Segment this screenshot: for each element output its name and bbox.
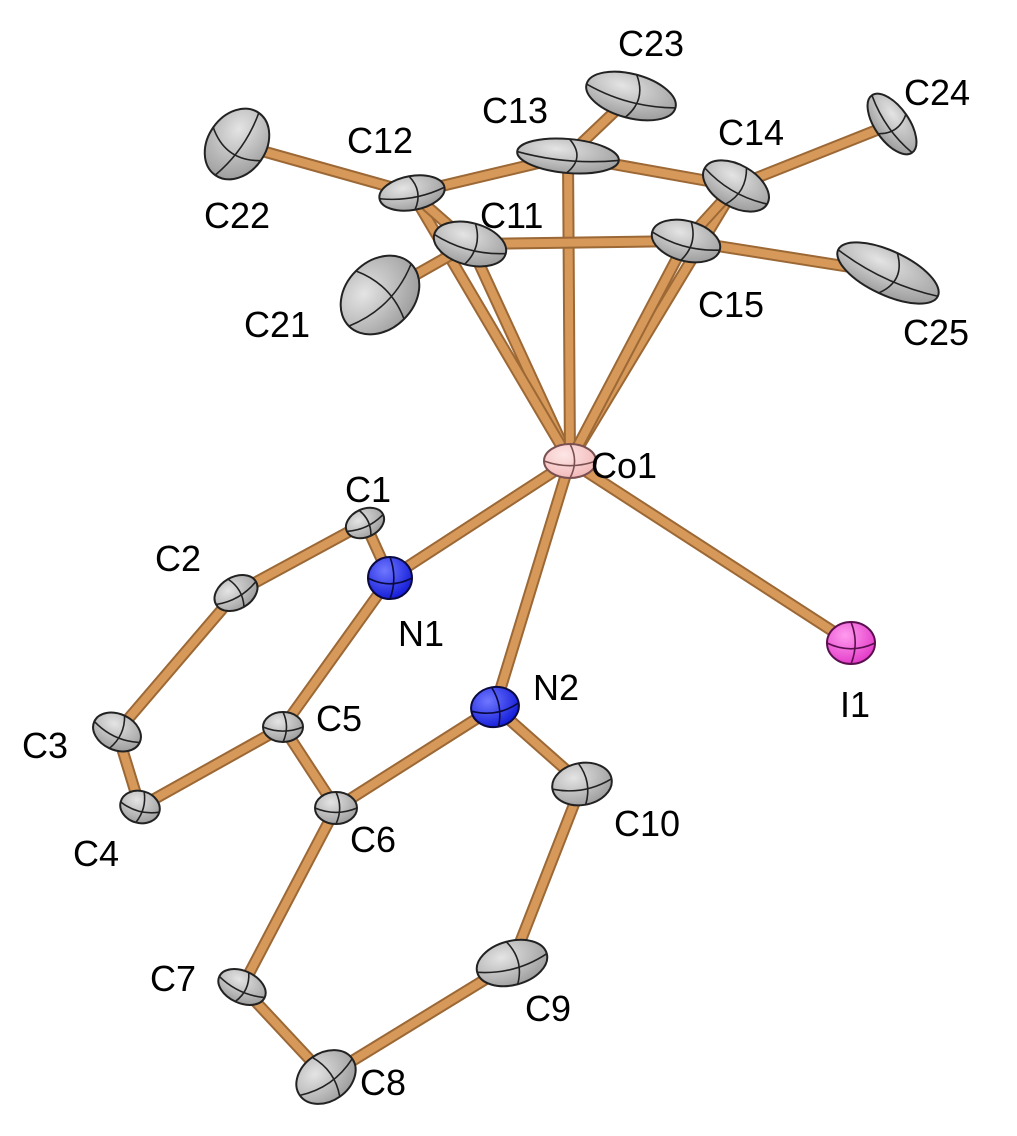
- atom-C1: [344, 506, 386, 540]
- bond-C5-N1: [277, 572, 396, 733]
- atom-label-Co1: Co1: [591, 445, 657, 486]
- atom-C24: [866, 92, 918, 156]
- atom-label-I1: I1: [840, 684, 870, 725]
- bond-C4-C5: [134, 721, 289, 813]
- atom-label-C23: C23: [618, 23, 684, 64]
- atom-label-C21: C21: [244, 304, 310, 345]
- bond-C2-C3: [111, 587, 242, 738]
- bond-C9-C8: [320, 957, 518, 1083]
- atom-label-C8: C8: [360, 1062, 406, 1103]
- bond-C6-N2: [330, 701, 501, 814]
- atom-label-N1: N1: [398, 613, 444, 654]
- atom-C12: [378, 174, 446, 212]
- bond-C7-C6: [236, 802, 342, 993]
- atom-N2: [470, 685, 520, 729]
- atom-C11: [432, 220, 508, 268]
- atom-C5: [262, 711, 304, 743]
- atom-N1: [367, 556, 413, 600]
- atom-label-C9: C9: [525, 988, 571, 1029]
- atom-C4: [119, 789, 161, 825]
- atom-C3: [92, 711, 142, 753]
- bond-C15-C11: [464, 235, 692, 250]
- atom-I1: [826, 621, 876, 665]
- atom-C25: [836, 241, 940, 305]
- atom-label-C22: C22: [204, 195, 270, 236]
- atom-label-C14: C14: [718, 112, 784, 153]
- atom-label-C6: C6: [350, 819, 396, 860]
- atom-label-C3: C3: [22, 725, 68, 766]
- atom-C6: [314, 791, 358, 825]
- atom-label-C10: C10: [614, 803, 680, 844]
- atom-C10: [551, 761, 613, 807]
- atom-label-C15: C15: [698, 284, 764, 325]
- atom-C2: [213, 573, 259, 613]
- atom-C13: [516, 137, 620, 175]
- bond-Co1-C15: [564, 235, 692, 467]
- bond-C14-C24: [730, 118, 898, 192]
- atoms-layer: [92, 70, 940, 1105]
- atom-C22: [203, 107, 271, 181]
- atom-label-C5: C5: [316, 698, 362, 739]
- atom-C9: [475, 938, 549, 988]
- atom-label-C24: C24: [904, 72, 970, 113]
- atom-C7: [217, 968, 267, 1006]
- bond-C1-C2: [230, 517, 371, 599]
- atom-label-C2: C2: [155, 538, 201, 579]
- atom-label-C12: C12: [347, 120, 413, 161]
- atom-label-N2: N2: [533, 667, 579, 708]
- atom-C8: [295, 1049, 357, 1105]
- bond-C10-C9: [506, 778, 588, 969]
- atom-Co1: [543, 443, 597, 479]
- atom-label-C11: C11: [480, 195, 543, 236]
- bond-Co1-N2: [489, 455, 576, 713]
- atom-label-C25: C25: [903, 312, 969, 353]
- bond-Co1-I1: [564, 455, 857, 649]
- atom-C23: [585, 70, 677, 122]
- atom-C15: [650, 218, 722, 264]
- bond-Co1-C13: [562, 150, 576, 467]
- bond-Co1-N1: [384, 455, 576, 584]
- atom-label-C4: C4: [73, 833, 119, 874]
- atom-C14: [702, 159, 770, 213]
- atom-label-C13: C13: [482, 90, 548, 131]
- atom-label-C1: C1: [345, 469, 391, 510]
- atom-C21: [339, 254, 421, 336]
- atom-label-C7: C7: [150, 958, 196, 999]
